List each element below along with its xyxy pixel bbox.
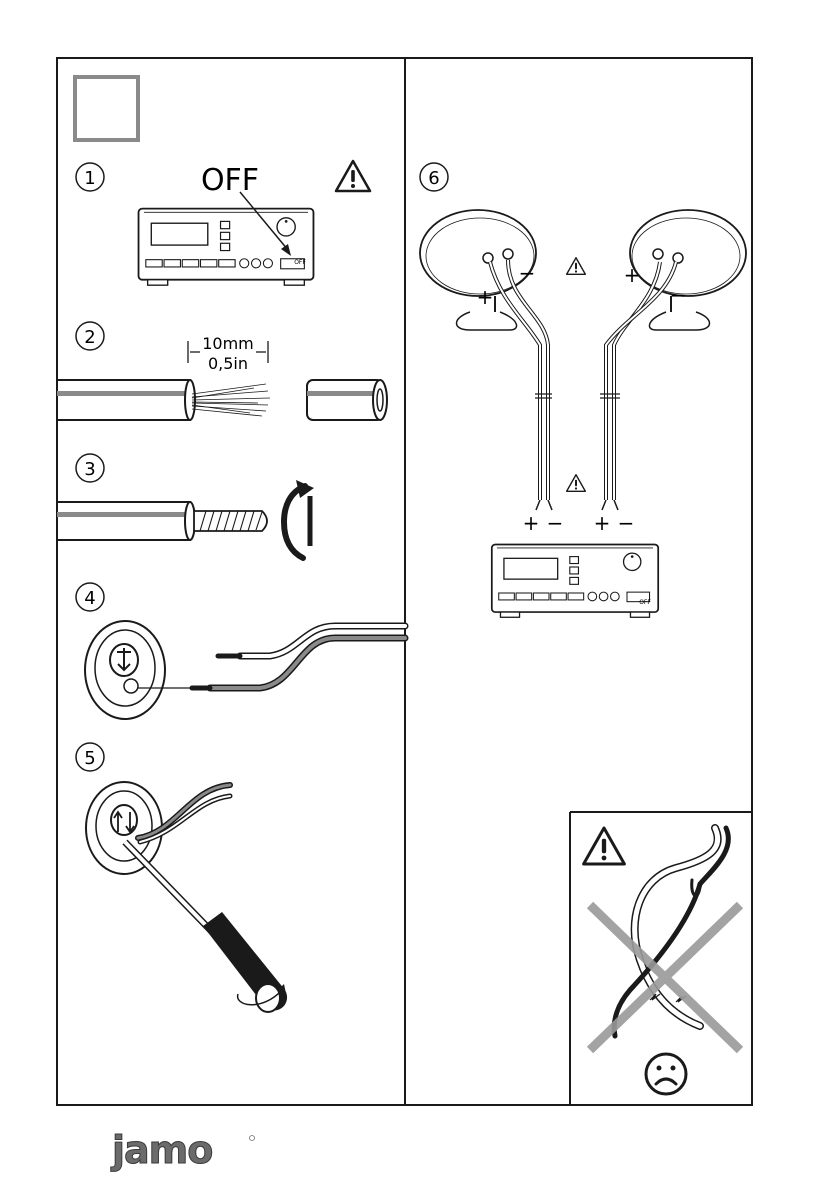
warning-icon (584, 828, 625, 864)
rotate-arrow-icon (284, 480, 314, 558)
step-4-insert-wire: 4 (76, 583, 405, 719)
right-minus-label: − (670, 283, 687, 307)
jamo-logo: jamo (110, 1128, 255, 1172)
left-plus-label: + (477, 285, 494, 309)
cable-sleeve (307, 380, 387, 420)
warning-icon (567, 258, 586, 275)
strip-length-in: 0,5in (208, 354, 248, 373)
step-5-tighten-terminal: 5 (76, 743, 287, 1012)
amp-off-button-label: OFF (294, 259, 306, 266)
step-1-switch-off: 1 OFF OFF (76, 161, 370, 285)
step-5-number: 5 (84, 748, 95, 769)
warning-icon (567, 475, 586, 492)
right-speaker (630, 210, 746, 330)
strip-length-mm: 10mm (202, 334, 254, 353)
step-3-number: 3 (84, 459, 95, 480)
amp-right-plus-label: + (594, 511, 611, 535)
speaker-terminal (85, 621, 165, 719)
step-2-number: 2 (84, 327, 95, 348)
step-4-number: 4 (84, 588, 95, 609)
step-1-number: 1 (84, 168, 95, 189)
amp-right-minus-label: − (618, 511, 635, 535)
screwdriver (125, 842, 287, 1012)
off-label: OFF (201, 163, 259, 198)
left-minus-label: − (519, 261, 536, 285)
amp-left-minus-label: − (547, 511, 564, 535)
twisted-cable (57, 502, 267, 540)
section-marker-box (75, 77, 138, 140)
cross-out-icon (590, 905, 740, 1050)
step-2-strip-wire: 2 10mm 0,5in (57, 322, 387, 420)
speaker-terminal-with-wire (86, 782, 162, 874)
warning-icon (336, 161, 370, 191)
sad-face-icon (646, 1054, 686, 1094)
amplifier-illustration: OFF (492, 544, 658, 617)
amp-off-button-label: OFF (639, 599, 651, 606)
two-core-cable (192, 626, 405, 688)
svg-text:jamo: jamo (110, 1128, 212, 1172)
step-6-connect-speakers: 6 (420, 163, 746, 617)
step-6-number: 6 (428, 168, 439, 189)
right-speaker-cable (600, 262, 676, 510)
right-plus-label: + (624, 263, 641, 287)
left-speaker-cable (490, 260, 552, 510)
warning-panel-no-short-circuit (570, 812, 752, 1105)
step-3-twist-wire: 3 (57, 454, 314, 558)
amp-left-plus-label: + (523, 511, 540, 535)
stripped-cable (57, 380, 270, 420)
